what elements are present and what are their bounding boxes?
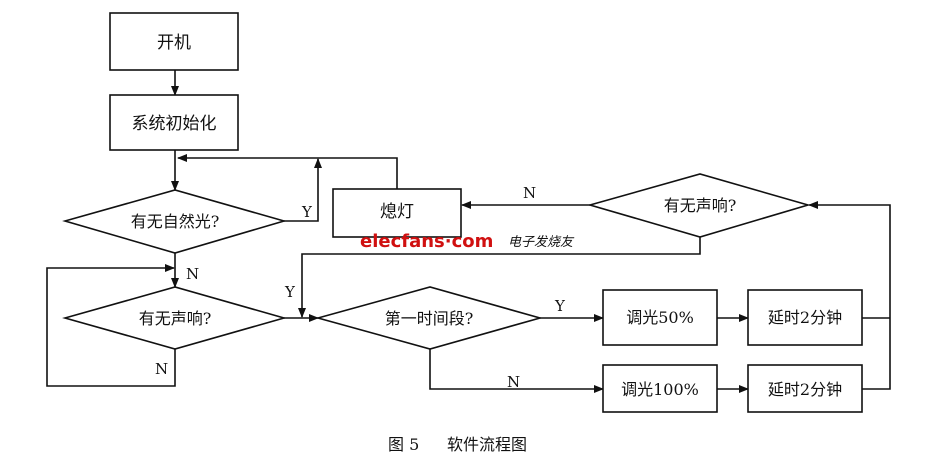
node-dim100 [602,364,718,413]
arrow-period-no [429,349,604,393]
node-start-label: 开机 [157,33,191,53]
node-natural-light-label: 有无自然光? [131,212,220,231]
caption-figure-number: 图 5 [388,435,419,454]
label-sound-left-no: N [155,360,168,378]
watermark-brand: elecfans·com [360,231,493,252]
label-period-yes: Y [554,297,566,315]
arrow-sound-top-yes [298,237,701,318]
label-sound-top-no: N [523,184,536,202]
arrow-sound-left-no-loop [46,264,176,387]
node-dim100-label: 调光100% [621,380,699,399]
watermark-cn: 电子发烧友 [508,235,575,250]
label-period-no: N [507,373,520,391]
node-start [109,12,239,71]
caption-title: 软件流程图 [447,435,527,454]
node-sound-top-label: 有无声响? [664,196,737,215]
node-dim50 [602,289,718,346]
arrow-natural-yes [284,158,322,222]
node-delay1 [747,289,863,346]
arrow-delay-return [808,201,891,390]
node-delay2-label: 延时2分钟 [768,380,842,399]
node-sound-top-decision [587,173,811,238]
node-lights-off-label: 熄灯 [380,202,414,222]
arrow-lightsoff-loop [177,154,398,189]
node-delay1-label: 延时2分钟 [768,308,842,327]
node-sound-left-decision [62,286,287,350]
label-natural-no: N [186,265,199,283]
label-natural-yes: Y [301,203,313,221]
node-init [109,94,239,151]
watermark: elecfans·com 电子发烧友 [360,231,575,252]
node-dim50-label: 调光50% [626,308,694,327]
node-first-period-label: 第一时间段? [385,309,474,328]
node-first-period-decision [315,286,543,350]
node-lights-off [332,188,462,238]
node-sound-left-label: 有无声响? [139,309,212,328]
node-delay2 [747,364,863,413]
node-natural-light-decision [62,189,287,254]
node-init-label: 系统初始化 [132,114,217,134]
label-sound-top-yes: Y [284,283,296,301]
